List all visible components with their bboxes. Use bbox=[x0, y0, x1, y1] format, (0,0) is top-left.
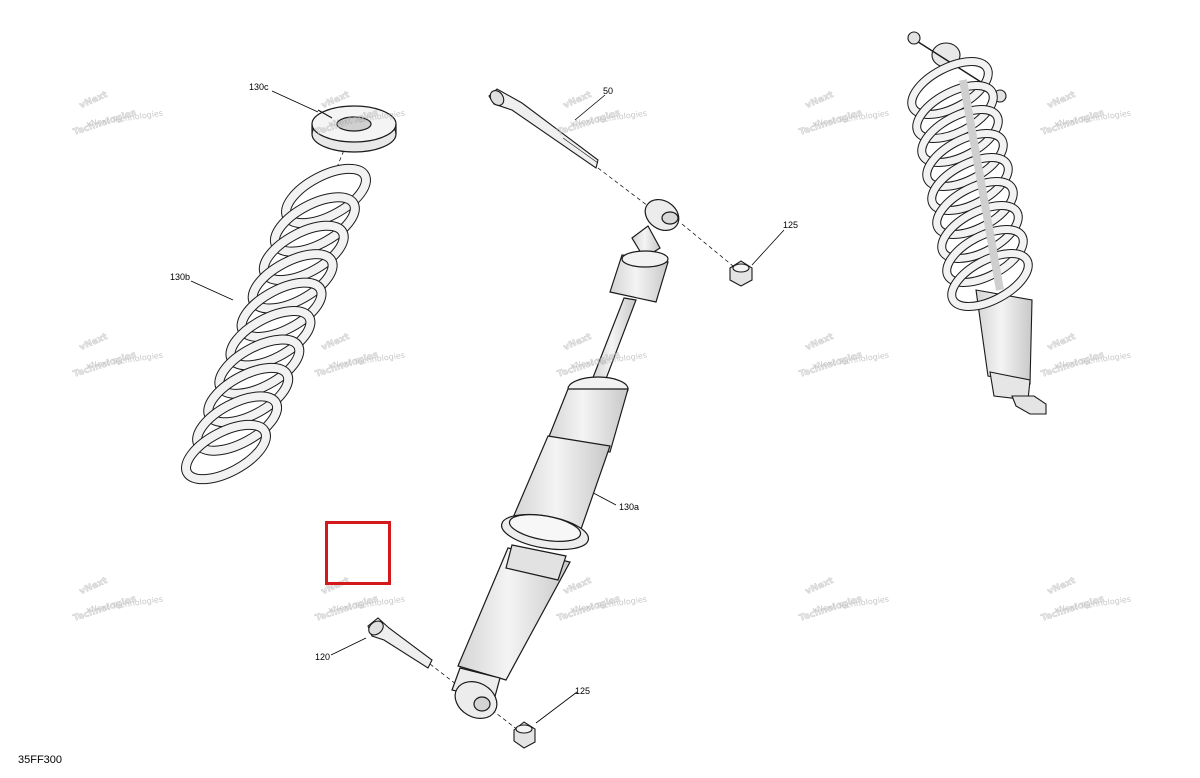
coil-turn-highlight bbox=[913, 82, 997, 142]
coil-turn-highlight bbox=[918, 106, 1002, 166]
highlight-box bbox=[325, 521, 391, 585]
spring-retainer-130c bbox=[311, 105, 397, 153]
coil-turn-highlight bbox=[908, 58, 992, 118]
coil-turn-highlight bbox=[933, 178, 1017, 238]
nut-125-bottom bbox=[513, 721, 536, 749]
callout-50: 50 bbox=[603, 86, 614, 96]
coil-turn-highlight bbox=[928, 154, 1012, 214]
bolt-50 bbox=[488, 88, 599, 169]
callout-120: 120 bbox=[315, 652, 331, 662]
nut-125-top bbox=[729, 260, 753, 287]
callout-125-bottom: 125 bbox=[575, 686, 591, 696]
callout-125-top: 125 bbox=[783, 220, 799, 230]
assembled-coil bbox=[907, 57, 1033, 311]
figure-code: 35FF300 bbox=[18, 754, 63, 766]
callout-130a: 130a bbox=[619, 502, 640, 512]
coil-turn-highlight bbox=[923, 130, 1007, 190]
bolt-120 bbox=[367, 617, 433, 669]
callout-130c: 130c bbox=[249, 82, 269, 92]
coil-turn-highlight bbox=[948, 250, 1032, 310]
callout-130b: 130b bbox=[170, 272, 191, 282]
shock-absorber-130a bbox=[451, 198, 680, 719]
coil-spring-130b bbox=[181, 163, 371, 485]
coil-turn-highlight bbox=[182, 420, 270, 484]
assembled-coilover bbox=[907, 31, 1047, 415]
leader-lines bbox=[190, 90, 785, 724]
